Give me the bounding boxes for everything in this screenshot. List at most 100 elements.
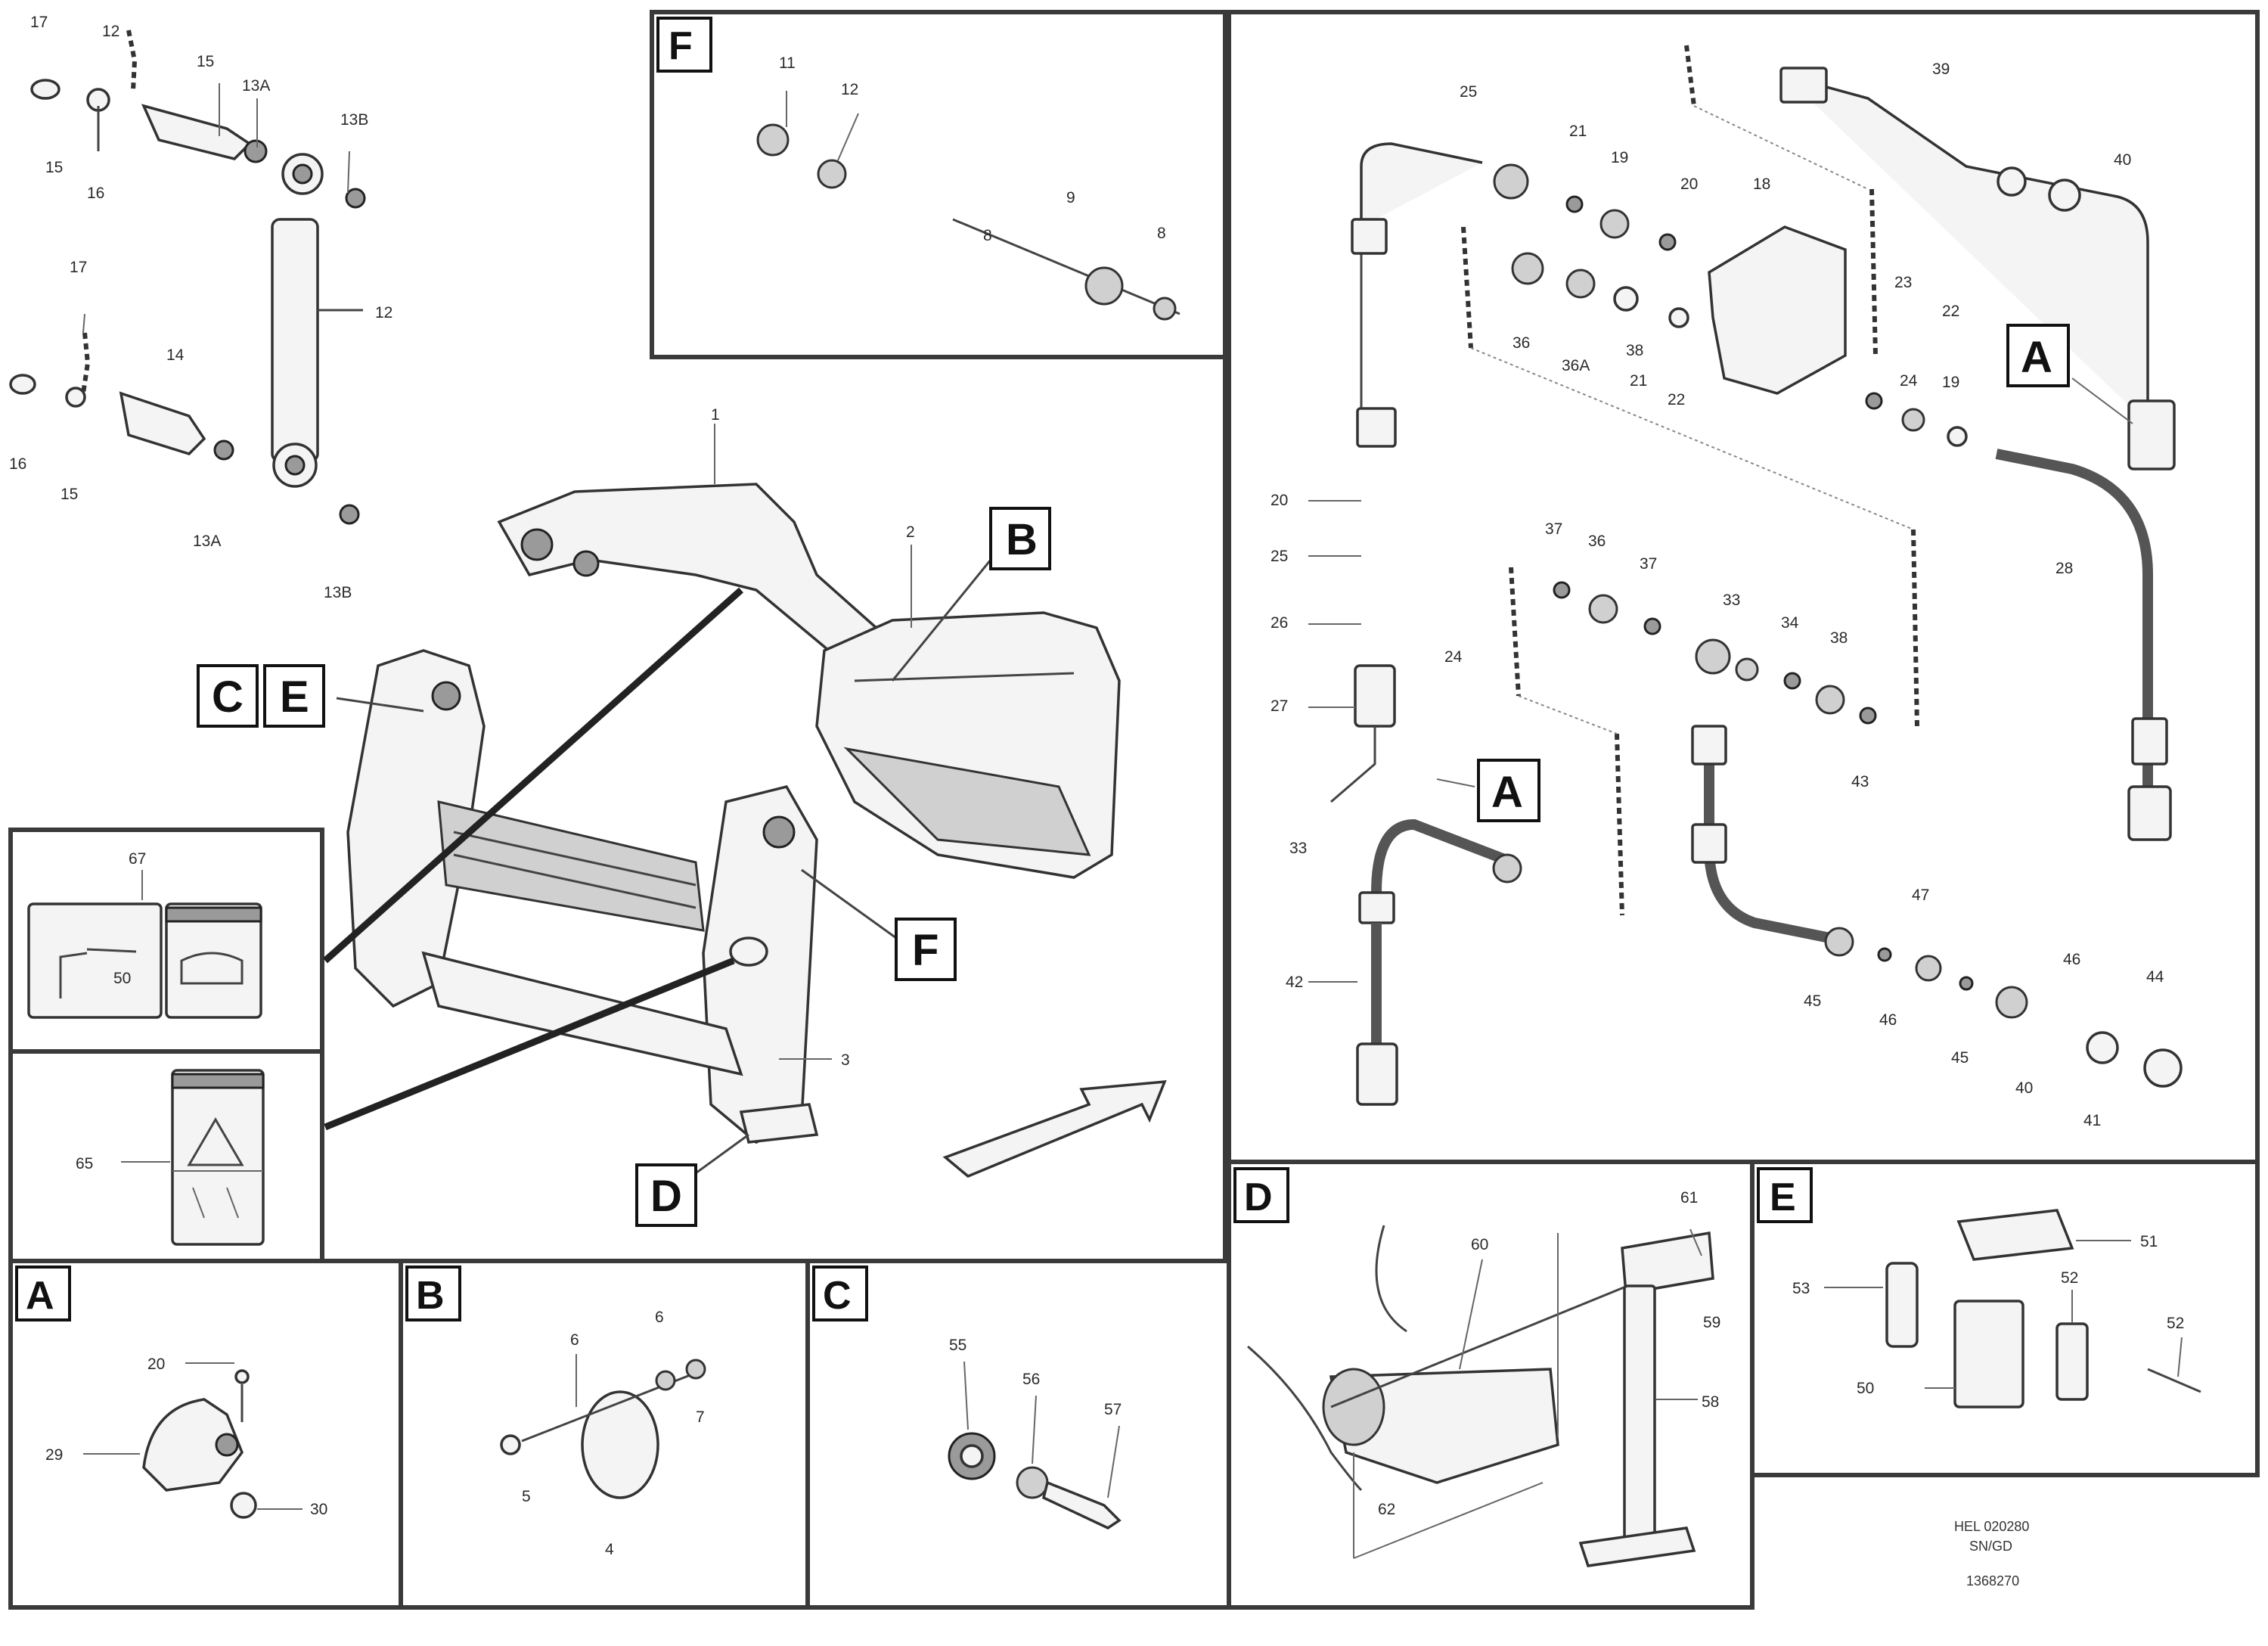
part-label: 17 <box>70 259 87 276</box>
section-f-parts <box>756 91 1181 321</box>
callout-e <box>263 664 325 728</box>
part-label: 12 <box>841 81 858 98</box>
part-label: 37 <box>1640 555 1657 573</box>
cylinder-explosion <box>9 30 366 525</box>
main-callouts: B C E F D <box>197 507 1051 1227</box>
part-label: 8 <box>1157 225 1166 242</box>
part-label: 60 <box>1471 1236 1488 1253</box>
part-label: 43 <box>1851 773 1869 790</box>
part-label: 42 <box>1286 974 1303 991</box>
part-label: 52 <box>2061 1269 2078 1287</box>
part-label: 44 <box>2146 968 2164 986</box>
part-label: 2 <box>906 523 915 541</box>
part-label: 26 <box>1271 614 1288 632</box>
section-d: D 60 61 59 58 62 <box>1233 1167 1720 1567</box>
part-label: 20 <box>1271 492 1288 509</box>
part-label: 36 <box>1513 334 1530 352</box>
part-label: 61 <box>1680 1189 1698 1207</box>
part-label: SN/GD <box>1969 1539 2012 1554</box>
part-label: 24 <box>1900 372 1918 390</box>
part-label: 23 <box>1894 274 1912 291</box>
part-label: 1368270 <box>1966 1573 2019 1589</box>
part-label: 27 <box>1271 697 1288 715</box>
part-label: 4 <box>605 1541 614 1558</box>
part-label: 56 <box>1022 1371 1040 1388</box>
main-labels: 1 2 3 67 65 <box>76 406 915 1172</box>
part-label: 45 <box>1804 992 1821 1010</box>
part-label: 47 <box>1912 887 1929 904</box>
part-label: 20 <box>147 1356 165 1373</box>
part-label: 13B <box>324 584 352 601</box>
part-label: 51 <box>2140 1233 2158 1250</box>
part-label: 53 <box>1792 1280 1810 1297</box>
part-label: 30 <box>310 1501 327 1518</box>
frame-section-e <box>1750 1160 2260 1477</box>
hydraulic-callouts: A A <box>1477 324 2070 822</box>
callout-a-mid <box>1477 759 1540 822</box>
part-label: E <box>280 672 309 722</box>
part-label: 55 <box>949 1337 966 1354</box>
part-label: 59 <box>1703 1314 1720 1331</box>
part-label: 18 <box>1753 175 1770 193</box>
part-label: 16 <box>9 455 26 473</box>
frame-section-f <box>650 10 1227 359</box>
part-label: 8 <box>983 227 992 244</box>
part-label: 46 <box>1879 1011 1897 1029</box>
callout-b <box>989 507 1051 570</box>
part-label: 7 <box>696 1408 705 1426</box>
part-label: 36 <box>1588 533 1606 550</box>
part-label: 38 <box>1830 629 1848 647</box>
part-label: 40 <box>2015 1079 2033 1097</box>
svg-text:50: 50 <box>113 970 131 987</box>
part-label: 21 <box>1569 123 1587 140</box>
section-a: A 20 29 30 <box>15 1266 327 1519</box>
part-label: B <box>416 1274 445 1318</box>
part-label: 58 <box>1702 1393 1719 1411</box>
part-label: A <box>2021 333 2052 382</box>
part-label: 33 <box>1289 840 1307 857</box>
part-label: 12 <box>375 304 392 321</box>
part-label: A <box>26 1274 54 1318</box>
part-label: 46 <box>2063 951 2080 968</box>
part-label: 28 <box>2055 560 2073 577</box>
part-label: 25 <box>1460 83 1477 101</box>
part-label: 13A <box>242 77 270 95</box>
part-label: 13B <box>340 111 368 129</box>
part-label: 3 <box>841 1051 850 1069</box>
part-label: 67 <box>129 850 146 868</box>
part-label: C <box>212 672 244 722</box>
hydraulic-parts <box>1308 45 2183 1106</box>
section-f-labels: F 11 12 9 8 8 <box>656 17 1166 244</box>
part-label: HEL 020280 <box>1954 1519 2029 1534</box>
callout-f <box>895 918 957 981</box>
part-label: C <box>823 1274 852 1318</box>
section-c: C 55 56 57 <box>812 1266 1122 1530</box>
part-label: 29 <box>45 1446 63 1464</box>
part-label: 19 <box>1942 374 1959 391</box>
part-label: 19 <box>1611 149 1628 166</box>
part-label: 22 <box>1668 391 1685 408</box>
part-label: F <box>912 926 939 975</box>
part-label: 38 <box>1626 342 1643 359</box>
part-label: 21 <box>1630 372 1647 390</box>
loader-assembly <box>323 424 1167 1197</box>
part-label: 14 <box>166 346 185 364</box>
part-label: 11 <box>779 54 796 72</box>
part-label: 39 <box>1932 61 1950 78</box>
part-label: 13A <box>193 533 221 550</box>
section-e: E 53 51 52 50 52 <box>1757 1167 2201 1408</box>
part-label: 65 <box>76 1155 93 1172</box>
part-label: 9 <box>1066 189 1075 207</box>
part-label: 50 <box>1857 1380 1874 1397</box>
callout-d <box>635 1163 697 1227</box>
part-label: A <box>1491 768 1523 817</box>
part-label: D <box>650 1172 682 1221</box>
part-label: 57 <box>1104 1401 1122 1418</box>
part-label: 41 <box>2083 1112 2101 1129</box>
frame-section-c <box>805 1259 1231 1610</box>
part-label: 62 <box>1378 1501 1395 1518</box>
part-label: 15 <box>197 53 214 70</box>
part-label: 36A <box>1562 357 1590 374</box>
callout-c <box>197 664 259 728</box>
